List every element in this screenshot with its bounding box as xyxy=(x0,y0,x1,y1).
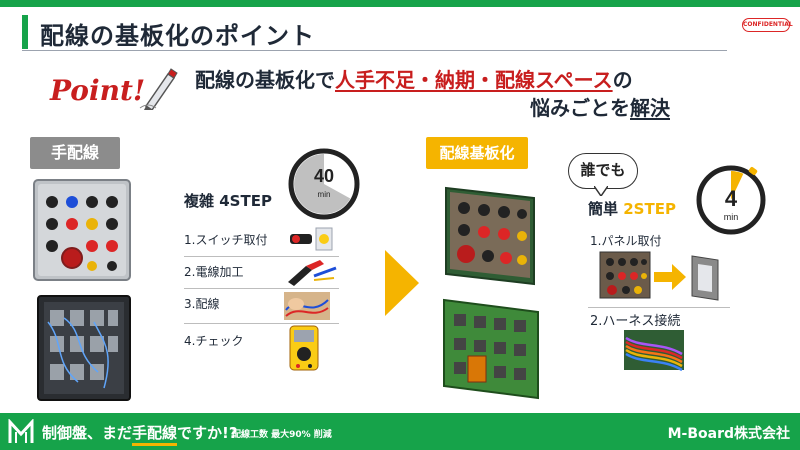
headline-2-prefix: 悩みごとを xyxy=(530,96,630,120)
confidential-badge: CONFIDENTIAL xyxy=(742,18,793,32)
manual-step-1: 1.スイッチ取付 xyxy=(184,233,268,247)
page-title: 配線の基板化のポイント xyxy=(40,22,315,50)
footer-bar: 制御盤、まだ手配線ですか!? 配線工数 最大90% 削減 M-Board株式会社 xyxy=(0,413,800,450)
footer-tagline-suffix: ですか!? xyxy=(177,424,238,442)
headline-line-1: 配線の基板化で人手不足・納期・配線スペースの xyxy=(195,64,633,93)
board-steps-title: 簡単 2STEP xyxy=(588,198,676,219)
point-logo: Point! xyxy=(50,66,180,116)
manual-wiring-label: 手配線 xyxy=(30,137,120,169)
board-steps-title-prefix: 簡単 xyxy=(588,200,624,218)
title-divider xyxy=(22,50,727,51)
footer-subtext: 配線工数 最大90% 削減 xyxy=(232,430,332,440)
board-steps-title-highlight: 2STEP xyxy=(623,200,676,218)
transition-arrow-icon xyxy=(385,250,419,316)
manual-timer-unit: min xyxy=(318,190,331,199)
switch-mount-icon xyxy=(290,227,333,251)
board-timer-icon: 4 min xyxy=(696,165,766,235)
headline-line-2: 悩みごとを解決 xyxy=(530,92,670,121)
top-bar xyxy=(0,0,800,7)
wiring-hands-icon xyxy=(284,292,330,320)
headline-1-prefix: 配線の基板化で xyxy=(195,68,335,92)
board-wiring-label: 配線基板化 xyxy=(426,137,528,169)
manual-timer-icon: 40 min xyxy=(288,148,360,220)
board-timer-value: 4 xyxy=(725,186,738,211)
headline-1-suffix: の xyxy=(612,68,633,92)
board-panel-front-image xyxy=(445,186,535,286)
point-logo-text: Point! xyxy=(50,74,146,107)
board-step-1: 1.パネル取付 xyxy=(590,234,662,248)
panel-mount-image xyxy=(599,251,719,301)
manual-panel-front-image xyxy=(33,179,131,281)
anyone-speech-bubble: 誰でも xyxy=(568,153,638,189)
m-board-logo-icon xyxy=(8,419,34,445)
harness-connection-image xyxy=(624,330,684,372)
footer-tagline-emphasis: 手配線 xyxy=(132,424,178,446)
manual-panel-back-image xyxy=(37,295,131,401)
headline-2-emphasis: 解決 xyxy=(630,96,670,120)
manual-step-divider-1 xyxy=(184,256,339,257)
footer-tagline-prefix: 制御盤、まだ xyxy=(42,424,133,442)
multimeter-icon xyxy=(289,325,319,371)
manual-steps-title: 複雑 4STEP xyxy=(184,192,272,210)
wire-crimp-icon xyxy=(288,260,337,286)
pencil-icon xyxy=(139,68,178,110)
manual-step-divider-3 xyxy=(184,323,339,324)
board-panel-back-image xyxy=(443,298,539,400)
headline-1-emphasis: 人手不足・納期・配線スペース xyxy=(335,68,613,92)
manual-timer-value: 40 xyxy=(314,166,334,186)
manual-step-4: 4.チェック xyxy=(184,334,244,348)
manual-step-2: 2.電線加工 xyxy=(184,265,244,279)
footer-tagline: 制御盤、まだ手配線ですか!? xyxy=(42,422,238,446)
board-step-divider xyxy=(588,307,730,308)
manual-step-divider-2 xyxy=(184,288,339,289)
company-name: M-Board株式会社 xyxy=(667,426,790,442)
speech-bubble-tail xyxy=(594,186,608,196)
title-accent-bar xyxy=(22,15,28,49)
board-step-2: 2.ハーネス接続 xyxy=(590,314,681,329)
manual-step-3: 3.配線 xyxy=(184,297,220,311)
board-timer-unit: min xyxy=(724,212,739,222)
